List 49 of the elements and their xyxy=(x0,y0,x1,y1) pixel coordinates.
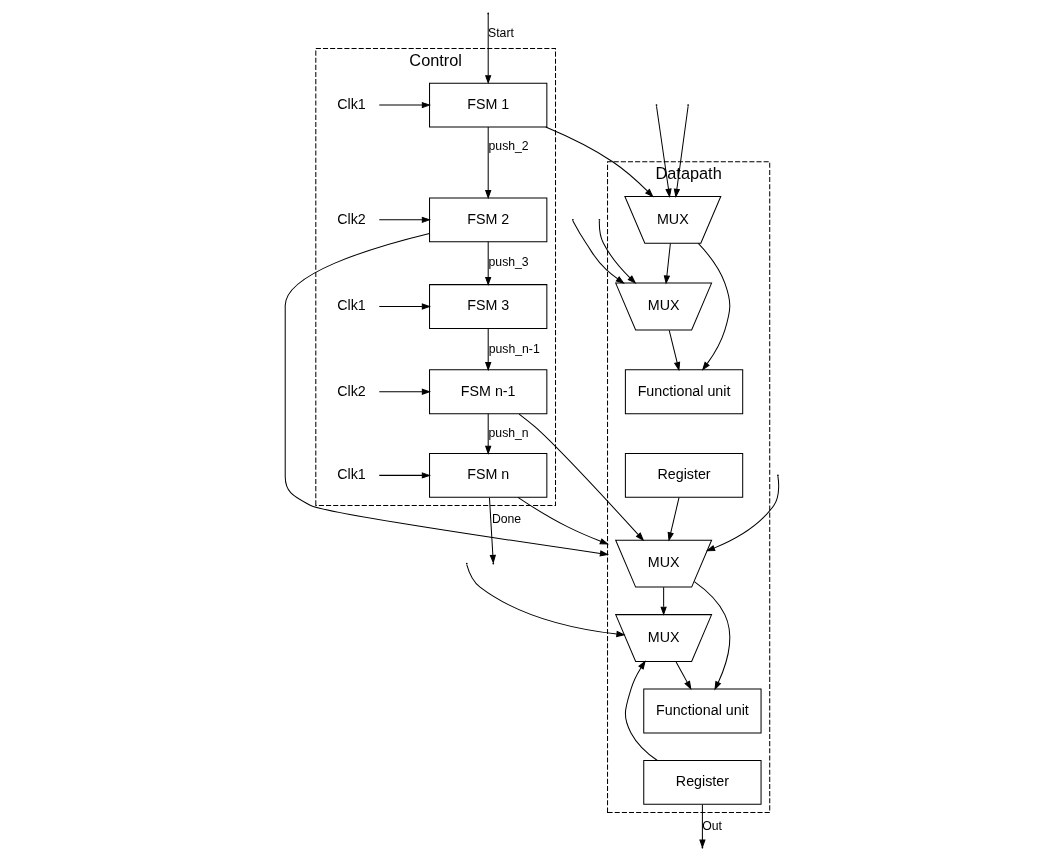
node-text: Clk1 xyxy=(337,465,366,482)
arrow xyxy=(378,216,432,223)
node-text: Clk2 xyxy=(337,382,366,399)
edge-label: push_n-1 xyxy=(488,341,540,356)
arrow xyxy=(545,126,654,197)
arrow xyxy=(488,496,497,564)
node-box: FSM n xyxy=(429,452,548,498)
arrow xyxy=(663,242,671,285)
arrow xyxy=(485,327,492,371)
node-box: Register xyxy=(624,452,744,498)
arrow xyxy=(485,412,492,455)
arrow xyxy=(572,220,625,284)
edge-label: Start xyxy=(488,25,514,40)
node-text: Clk1 xyxy=(337,296,366,313)
node-box: FSM 2 xyxy=(429,196,548,242)
arrow xyxy=(284,232,610,557)
arrow xyxy=(660,586,667,616)
arrow xyxy=(624,659,658,761)
edge-label: Out xyxy=(702,818,722,833)
edge-label: Done xyxy=(491,511,522,526)
arrow xyxy=(675,660,692,690)
node-box: Register xyxy=(643,759,762,805)
arrow xyxy=(378,471,432,479)
node-box: FSM 1 xyxy=(429,82,548,128)
arrow xyxy=(697,242,731,371)
arrow xyxy=(378,388,432,395)
arrow xyxy=(656,105,672,198)
node-box: Functional unit xyxy=(624,368,744,414)
edge-label: push_3 xyxy=(488,254,529,269)
edge-label: push_n xyxy=(488,425,529,440)
arrow xyxy=(378,101,432,108)
arrow xyxy=(705,475,780,551)
node-box: FSM 3 xyxy=(429,283,548,329)
arrow xyxy=(673,105,689,198)
arrow xyxy=(485,126,492,199)
arrow xyxy=(667,496,680,542)
arrow xyxy=(668,329,681,371)
node-text: Clk2 xyxy=(337,210,366,227)
arrow xyxy=(466,563,626,637)
arrow xyxy=(485,240,492,286)
arrow xyxy=(485,12,492,84)
node-box: FSM n-1 xyxy=(429,368,548,414)
arrow xyxy=(518,413,645,541)
node-text: Clk1 xyxy=(337,95,366,112)
edge-label: push_2 xyxy=(488,138,529,153)
arrow xyxy=(598,220,637,284)
arrow xyxy=(693,580,731,690)
arrow xyxy=(378,302,432,310)
node-box: Functional unit xyxy=(643,688,762,733)
